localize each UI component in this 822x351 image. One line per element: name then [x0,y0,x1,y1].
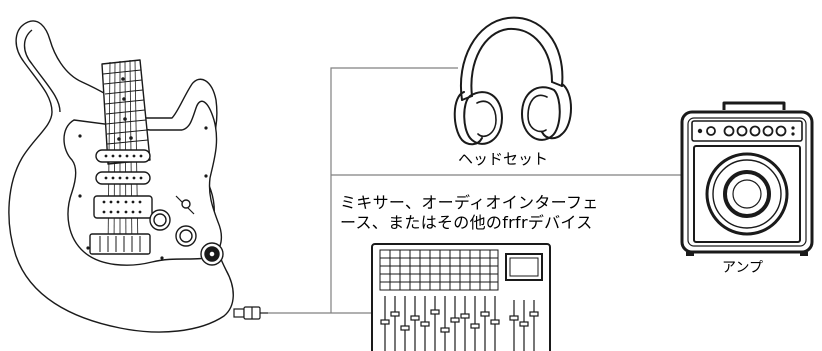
mixer-faders [380,296,539,351]
guitar-frets [102,69,149,145]
guitar-body-bevel [23,29,61,113]
amp-label: アンプ [722,260,764,276]
pickguard-screws [78,126,208,260]
amp-speaker [705,152,789,236]
headset-label: ヘッドセット [458,150,549,168]
headphones-icon [453,16,572,146]
mixer-label: ミキサー、オーディオインターフェ ース、またはその他のfrfrデバイス [340,193,599,233]
guitar-pickups [93,149,153,219]
bridge-pickup [93,195,153,219]
mixer-label-line-2: ース、またはその他のfrfrデバイス [340,213,593,232]
line-junction-to-headset [330,67,458,313]
amp-grille [693,145,801,243]
guitar-bridge [89,233,151,255]
guitar-knobs [149,209,224,266]
electric-guitar-icon [8,20,234,333]
bridge-saddles [99,236,141,252]
amp-control-knobs [697,125,795,137]
pickup-poles [102,154,143,214]
mixer-icon [371,243,551,351]
cable-plug-icon [233,306,268,320]
volume-knob [149,209,171,231]
tone-knob-1 [175,225,197,247]
connection-lines [268,67,682,314]
pickup-selector-switch [175,195,195,215]
neck-pickup [95,149,151,163]
mixer-knob-grid [379,249,499,291]
mixer-label-line-1: ミキサー、オーディオインターフェ [340,193,599,212]
middle-pickup [95,171,151,185]
amplifier-icon [680,101,814,256]
